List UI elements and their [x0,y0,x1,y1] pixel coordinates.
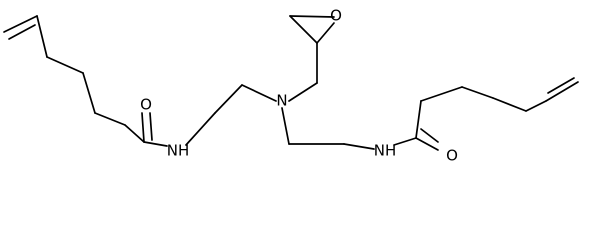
chemical-structure-diagram: O NH N O NH O [3,7,579,165]
left-carbonyl-double-bond [149,112,153,141]
right-linker-bond [343,143,375,150]
left-linker-bond [241,84,277,102]
n-ch2-bond [288,82,318,102]
left-terminal-alkene-double-bond-inner [8,24,36,40]
right-amide-n-c-bond [393,137,417,146]
left-amide-c-n-bond [143,141,168,147]
left-propyl-linker [185,84,277,146]
left-carbonyl-bond [141,112,145,143]
left-linker-bond [185,112,216,146]
left-chain-bond [82,72,96,114]
right-terminal-alkene-double-bond-inner [547,77,575,94]
right-amide-oxygen-label: O [446,147,458,165]
left-chain-bond [94,112,126,126]
epoxide-carbon-carbon-bond [289,15,318,44]
left-terminal-alkene-double-bond-outer [3,15,38,33]
left-chain-bond [36,15,48,58]
glycidyl-group [288,15,335,102]
right-chain-bond [461,86,494,99]
right-chain-bond [525,100,547,112]
left-chain-bond [46,56,84,74]
left-amide-oxygen-label: O [140,96,152,114]
central-amine-nitrogen-label: N [276,92,287,110]
epoxide-carbon-oxygen-bond [316,22,335,44]
right-carbonyl-double-bond [420,128,439,143]
left-amide-nitrogen-label: NH [167,142,190,160]
right-chain-bond [415,100,422,139]
epoxide-carbon-oxygen-bond [289,15,335,18]
right-chain-bond [492,97,527,112]
left-linker-bond [214,84,243,114]
right-linker-bond [281,107,290,145]
left-chain-bond [124,124,145,143]
right-amide-nitrogen-label: NH [374,142,397,160]
epoxide-oxygen-label: O [330,7,342,25]
right-terminal-alkene-double-bond-outer [545,81,579,102]
right-chain-bond [420,86,463,102]
right-propyl-linker [281,107,375,150]
right-heptenoyl-chain [393,77,579,151]
right-carbonyl-bond [415,137,439,151]
left-heptenoyl-chain [3,15,168,147]
